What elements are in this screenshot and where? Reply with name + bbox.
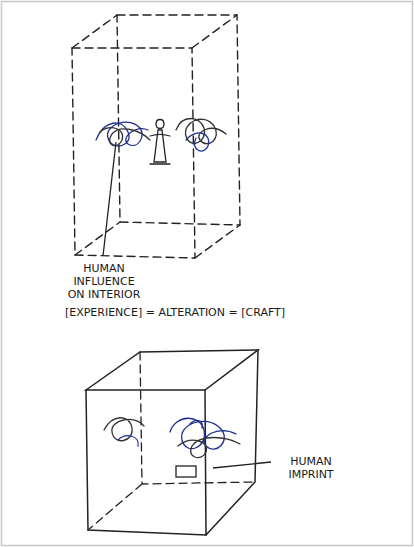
annotation-label: HUMAN IMPRINT	[276, 455, 346, 481]
annotation-label: [EXPERIENCE] = ALTERATION = [CRAFT]	[40, 306, 310, 319]
annotation-label: HUMAN INFLUENCE ON INTERIOR	[66, 262, 142, 301]
